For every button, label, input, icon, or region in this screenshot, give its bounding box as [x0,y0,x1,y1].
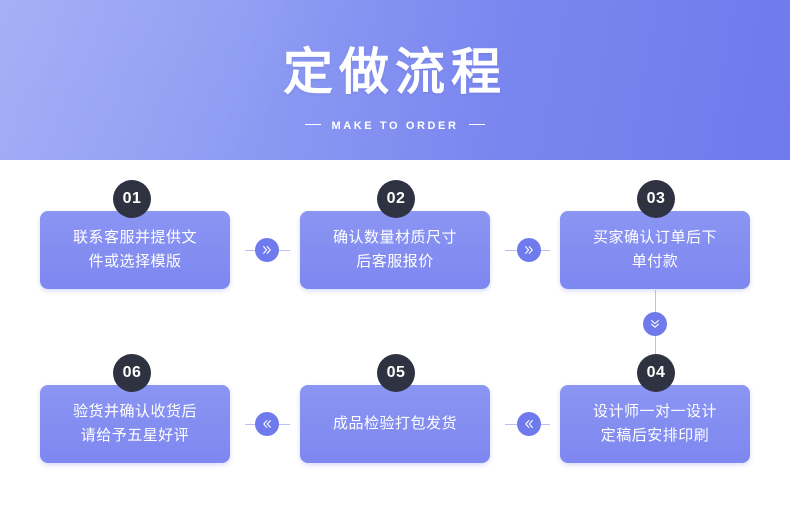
step-badge-05: 05 [377,354,415,392]
step-card-01[interactable]: 联系客服并提供文 件或选择模版 [40,211,230,289]
page-subtitle: MAKE TO ORDER [0,120,790,132]
subtitle-dash-left [305,124,322,126]
arrow-step4-to-step5-icon [517,412,541,436]
step-card-01-text: 联系客服并提供文 件或选择模版 [72,229,197,270]
arrow-step2-to-step3-icon [517,238,541,262]
step-badge-02: 02 [377,180,415,218]
step-card-02[interactable]: 确认数量材质尺寸 后客服报价 [300,211,490,289]
page-title: 定做流程 [283,44,507,100]
step-badge-03: 03 [637,180,675,218]
step-card-04-text: 设计师一对一设计 定稿后安排印刷 [592,403,717,444]
step-card-03-text: 买家确认订单后下 单付款 [592,229,717,270]
step-card-03[interactable]: 买家确认订单后下 单付款 [560,211,750,289]
header-banner: 定做流程 MAKE TO ORDER [0,0,790,160]
step-badge-01: 01 [113,180,151,218]
flow-diagram: 01 联系客服并提供文 件或选择模版 02 确认数量材质尺寸 后客服报价 03 … [0,160,790,521]
step-card-06[interactable]: 验货并确认收货后 请给予五星好评 [40,385,230,463]
arrow-step3-to-step4-icon [643,312,667,336]
step-card-05[interactable]: 成品检验打包发货 [300,385,490,463]
step-badge-04: 04 [637,354,675,392]
arrow-step1-to-step2-icon [255,238,279,262]
subtitle-dash-right [468,124,485,126]
step-card-06-text: 验货并确认收货后 请给予五星好评 [72,403,197,444]
step-badge-06: 06 [113,354,151,392]
step-card-05-text: 成品检验打包发货 [332,415,457,432]
step-card-02-text: 确认数量材质尺寸 后客服报价 [332,229,457,270]
step-card-04[interactable]: 设计师一对一设计 定稿后安排印刷 [560,385,750,463]
arrow-step5-to-step6-icon [255,412,279,436]
page-subtitle-text: MAKE TO ORDER [331,120,459,132]
